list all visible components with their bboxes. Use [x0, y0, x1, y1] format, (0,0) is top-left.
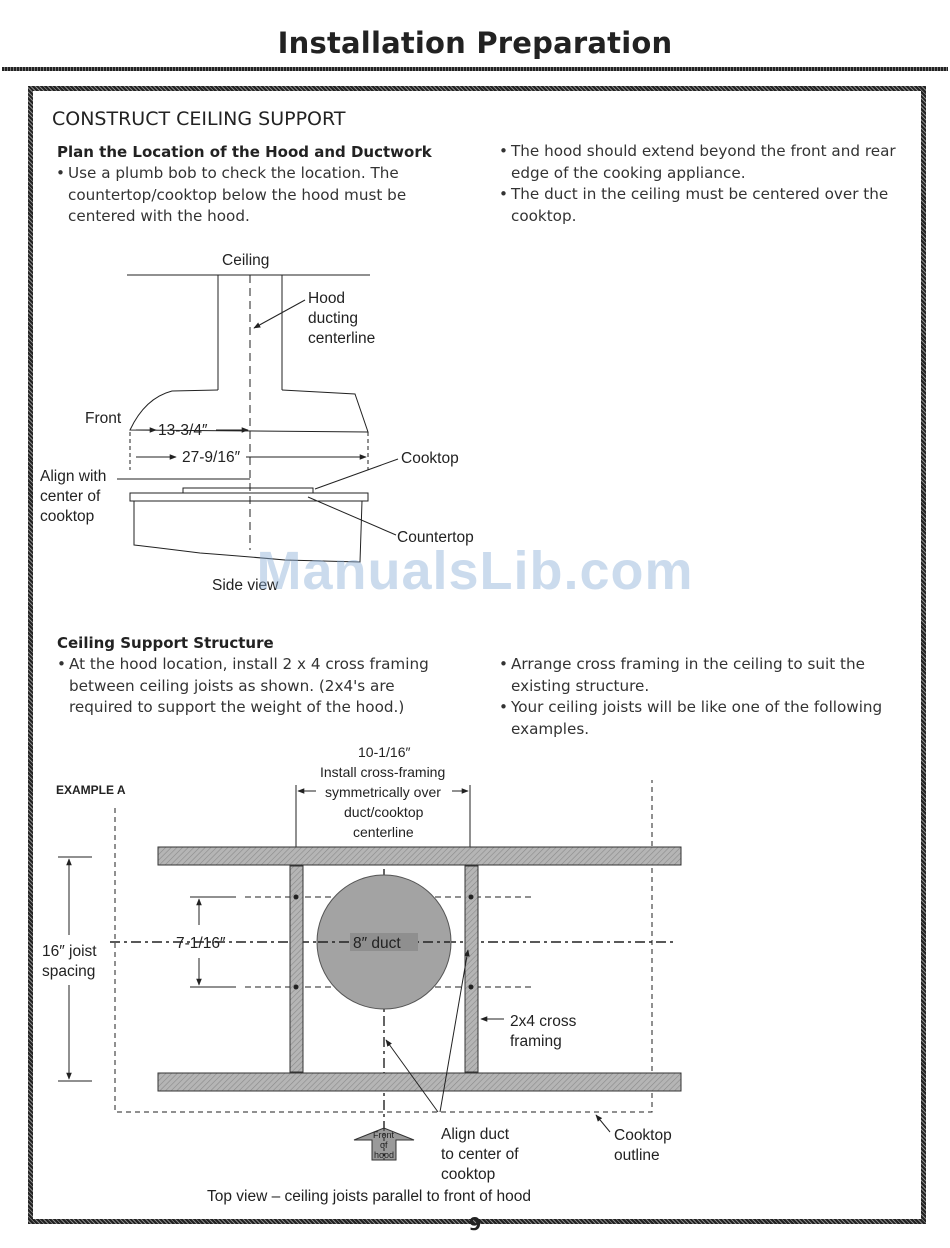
list-item: The hood should extend beyond the front …	[499, 141, 899, 184]
span-note-1: Install cross-framing	[320, 764, 445, 780]
cross-framing-left	[289, 865, 304, 1073]
front-arrow-label-2: of	[380, 1140, 388, 1150]
centerline-label-1: Hood	[308, 290, 345, 307]
support-left-bullets: At the hood location, install 2 x 4 cros…	[57, 654, 462, 719]
span-note-4: centerline	[353, 824, 414, 840]
title-rule	[2, 67, 948, 71]
align-duct-label-3: cooktop	[441, 1166, 495, 1183]
page-number: 9	[468, 1214, 482, 1235]
ceiling-label: Ceiling	[222, 252, 269, 269]
span-dimension: 10-1/16″	[358, 744, 410, 760]
cooktop-outline-label-1: Cooktop	[614, 1127, 672, 1144]
dimension-13-3-4: 13-3/4″	[158, 422, 208, 439]
countertop-label: Countertop	[397, 529, 474, 546]
countertop-shape	[129, 492, 369, 502]
inner-dimension: 7-1/16″	[176, 935, 226, 952]
centerline-label-3: centerline	[308, 330, 375, 347]
hood-body	[129, 389, 369, 433]
list-item: Your ceiling joists will be like one of …	[499, 697, 899, 740]
align-label-2: center of	[40, 488, 101, 505]
ceiling-joist-top	[157, 846, 682, 866]
example-label: EXAMPLE A	[56, 783, 126, 797]
align-duct-label-1: Align duct	[441, 1126, 510, 1143]
cross-framing-label-1: 2x4 cross	[510, 1013, 577, 1030]
list-item: Arrange cross framing in the ceiling to …	[499, 654, 899, 697]
front-arrow-label-1: Front	[373, 1130, 395, 1140]
cooktop-label: Cooktop	[401, 450, 459, 467]
joist-spacing-label-1: 16″ joist	[42, 943, 97, 960]
cabinet-outline	[133, 500, 363, 563]
centerline-label-2: ducting	[308, 310, 358, 327]
support-heading: Ceiling Support Structure	[57, 634, 274, 652]
align-label-3: cooktop	[40, 508, 94, 525]
dimension-27-9-16: 27-9/16″	[182, 449, 241, 466]
plan-heading: Plan the Location of the Hood and Ductwo…	[57, 143, 432, 161]
section-heading: CONSTRUCT CEILING SUPPORT	[52, 108, 346, 130]
plan-right-bullets: The hood should extend beyond the front …	[499, 141, 899, 227]
front-arrow-label-3: hood	[374, 1150, 394, 1160]
cooktop-outline-label-2: outline	[614, 1147, 660, 1164]
cross-framing-label-2: framing	[510, 1033, 562, 1050]
duct-label: 8″ duct	[353, 935, 401, 952]
span-note-2: symmetrically over	[325, 784, 441, 800]
page-title: Installation Preparation	[277, 26, 673, 60]
support-right-bullets: Arrange cross framing in the ceiling to …	[499, 654, 899, 740]
list-item: Use a plumb bob to check the location. T…	[56, 163, 436, 228]
top-view-caption: Top view – ceiling joists parallel to fr…	[207, 1188, 531, 1205]
ceiling-joist-bottom	[157, 1072, 682, 1092]
joist-spacing-label-2: spacing	[42, 963, 95, 980]
watermark: ManualsLib.com	[256, 541, 694, 601]
plan-left-bullets: Use a plumb bob to check the location. T…	[56, 163, 436, 228]
align-label-1: Align with	[40, 468, 106, 485]
align-duct-label-2: to center of	[441, 1146, 519, 1163]
span-note-3: duct/cooktop	[344, 804, 424, 820]
side-view-caption: Side view	[212, 577, 279, 594]
front-label: Front	[85, 410, 122, 427]
list-item: The duct in the ceiling must be centered…	[499, 184, 899, 227]
duct-label-bg	[350, 933, 418, 951]
list-item: At the hood location, install 2 x 4 cros…	[57, 654, 462, 719]
